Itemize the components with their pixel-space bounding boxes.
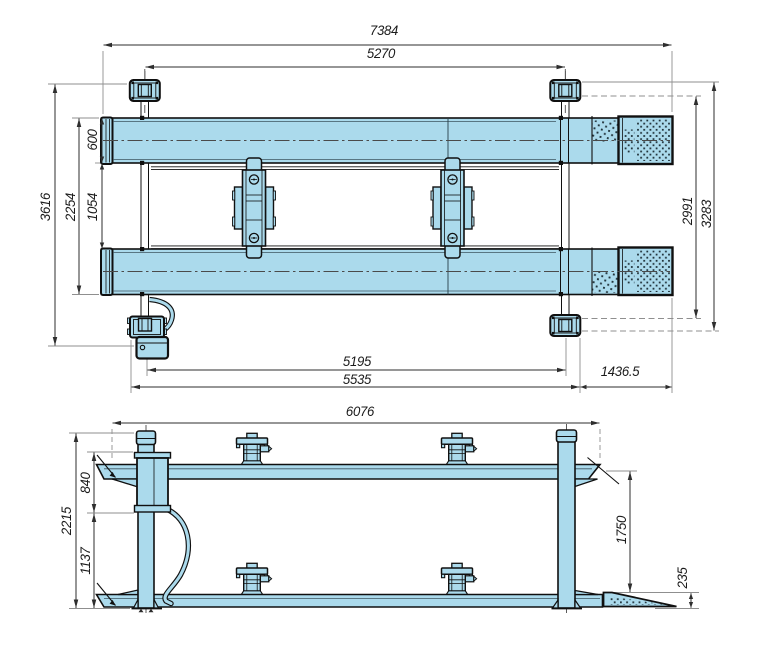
plan-extension-lines <box>48 51 719 393</box>
post-plate-rear-right <box>549 314 582 337</box>
dim-base-length-outer: 5535 <box>342 371 372 387</box>
jack-stand-upper-1 <box>235 432 273 466</box>
runway-upper <box>100 115 674 166</box>
cross-jack-beam-1 <box>231 157 277 259</box>
dim-rear-overhang: 1436.5 <box>600 363 640 379</box>
plan-view <box>48 42 719 393</box>
dim-ramp-height: 235 <box>674 567 690 589</box>
cross-rails <box>151 166 559 250</box>
cross-jack-beam-2 <box>430 157 475 259</box>
dim-lower-height: 1137 <box>77 547 93 575</box>
dim-post-width-inner: 2991 <box>679 196 695 226</box>
side-extension-lines <box>69 429 699 609</box>
dim-post-width-outer: 3283 <box>698 199 714 229</box>
column-left <box>131 425 192 613</box>
approach-ramp <box>602 591 677 608</box>
side-view <box>69 420 699 613</box>
dim-runway-gap: 1054 <box>84 192 100 222</box>
dim-runway-width: 600 <box>84 129 100 151</box>
jack-stand-lower-2 <box>440 562 478 596</box>
side-dimension-lines <box>73 420 694 608</box>
column-right <box>551 424 582 613</box>
dim-column-height: 2215 <box>58 506 74 536</box>
dim-upper-stroke: 840 <box>77 472 93 494</box>
taper-marks <box>96 454 620 606</box>
dim-platform-length: 6076 <box>345 403 375 419</box>
dim-total-length: 7384 <box>369 22 399 38</box>
platform-upper <box>95 463 602 488</box>
dim-base-length-inner: 5195 <box>342 353 372 369</box>
post-plate-front-left <box>128 79 161 102</box>
jack-stand-upper-2 <box>440 432 478 466</box>
dim-post-span-length: 5270 <box>366 45 396 61</box>
dim-runways-overall: 2254 <box>62 192 78 222</box>
post-plate-front-right <box>549 79 582 102</box>
jack-stand-lower-1 <box>235 562 273 596</box>
runway-lower <box>100 246 674 297</box>
dim-lift-height: 1750 <box>613 515 629 545</box>
plan-dimension-lines <box>52 42 717 390</box>
dim-overall-width: 3616 <box>37 192 53 222</box>
power-unit-plan <box>127 296 175 360</box>
post-stems <box>140 69 570 317</box>
